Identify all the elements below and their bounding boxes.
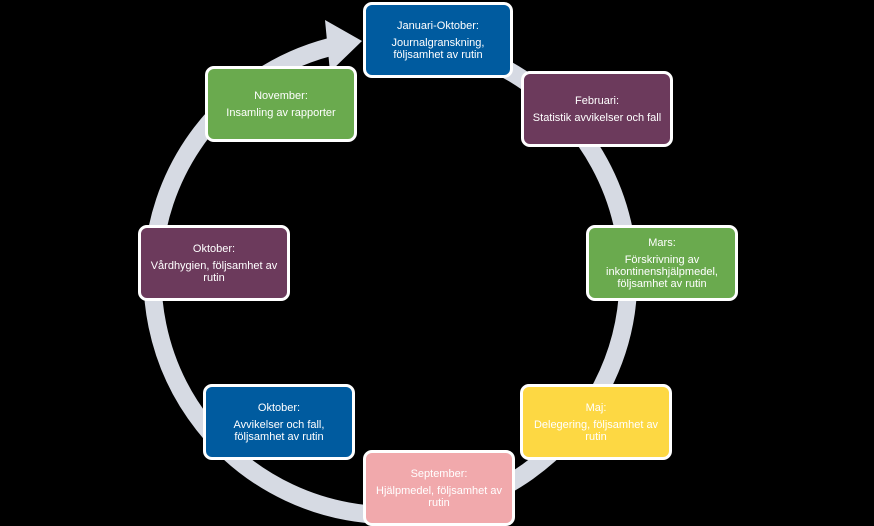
step-box-maj: Maj: Delegering, följsamhet av rutin: [520, 384, 672, 460]
step-text: Insamling av rapporter: [226, 106, 336, 119]
step-heading: Oktober:: [192, 242, 236, 255]
step-box-september: September: Hjälpmedel, följsamhet av rut…: [363, 450, 515, 526]
step-heading: Maj:: [585, 401, 607, 414]
step-text: Statistik avvikelser och fall: [532, 111, 662, 124]
step-box-oktober-avvikelser: Oktober: Avvikelser och fall, följsamhet…: [203, 384, 355, 460]
step-text: Förskrivning av inkontinenshjälpmedel, f…: [606, 253, 718, 290]
step-text: Avvikelser och fall, följsamhet av rutin: [233, 418, 325, 443]
cycle-arrow-head: [325, 20, 362, 72]
step-box-januari-oktober: Januari-Oktober: Journalgranskning, följ…: [363, 2, 513, 78]
step-heading: Februari:: [574, 94, 620, 107]
step-text: Hjälpmedel, följsamhet av rutin: [376, 484, 502, 509]
step-box-oktober-vardhygien: Oktober: Vårdhygien, följsamhet av rutin: [138, 225, 290, 301]
step-box-februari: Februari: Statistik avvikelser och fall: [521, 71, 673, 147]
step-heading: Januari-Oktober:: [397, 19, 479, 32]
step-heading: November:: [254, 89, 308, 102]
step-text: Journalgranskning, följsamhet av rutin: [391, 36, 485, 61]
step-heading: Mars:: [648, 236, 676, 249]
step-text: Delegering, följsamhet av rutin: [533, 418, 659, 443]
step-heading: Oktober:: [257, 401, 301, 414]
step-heading: September:: [410, 467, 468, 480]
step-box-mars: Mars: Förskrivning av inkontinenshjälpme…: [586, 225, 738, 301]
step-text: Vårdhygien, följsamhet av rutin: [150, 259, 278, 284]
step-box-november: November: Insamling av rapporter: [205, 66, 357, 142]
